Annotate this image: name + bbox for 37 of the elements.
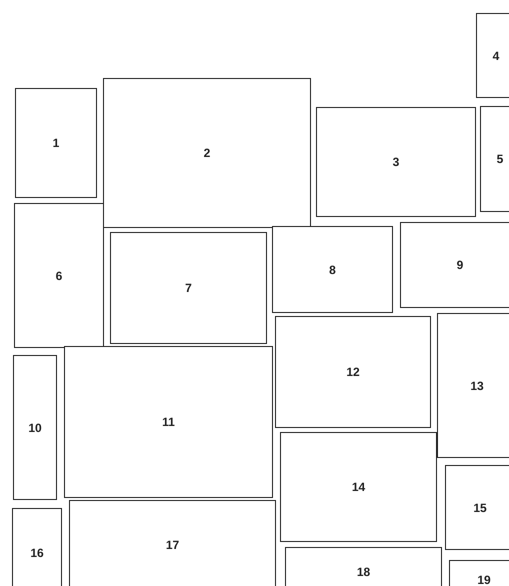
plot-rectangle [12, 508, 62, 586]
plot-rectangle [14, 203, 104, 348]
box-number: 16 [30, 546, 44, 560]
box-number: 12 [346, 365, 360, 379]
plot-rectangle [272, 226, 393, 313]
box-number: 8 [329, 262, 336, 276]
box-number: 17 [166, 538, 180, 552]
box-number: 6 [56, 268, 62, 282]
box-number: 4 [492, 48, 500, 62]
box-number: 13 [470, 378, 484, 392]
plot-rectangle [476, 13, 509, 98]
box-number: 1 [52, 136, 60, 150]
plot-rectangle [64, 346, 273, 498]
plot-rectangle [285, 547, 442, 586]
plot-rectangle [103, 78, 311, 228]
plot-rectangle [437, 313, 509, 458]
box-number: 14 [352, 480, 366, 494]
box-number: 3 [392, 155, 400, 169]
plot-rectangle [480, 106, 509, 212]
box-number: 18 [356, 565, 370, 579]
box-number: 9 [456, 258, 464, 272]
box-number: 19 [477, 573, 491, 586]
box-number: 2 [204, 146, 210, 160]
box-number: 11 [162, 415, 175, 429]
box-number: 5 [496, 152, 504, 166]
box-number: 7 [185, 281, 192, 295]
plot-rectangle [15, 88, 97, 198]
box-number: 15 [473, 500, 487, 514]
plot-rectangle [445, 465, 509, 550]
plot-rectangle [69, 500, 276, 586]
plot-rectangle [13, 355, 57, 500]
plot-rectangle [275, 316, 431, 428]
box-number: 10 [28, 420, 42, 434]
plot-rectangle [316, 107, 476, 217]
plot-rectangle [110, 232, 267, 344]
plot-rectangle [400, 222, 509, 308]
plot-rectangle [280, 432, 437, 542]
